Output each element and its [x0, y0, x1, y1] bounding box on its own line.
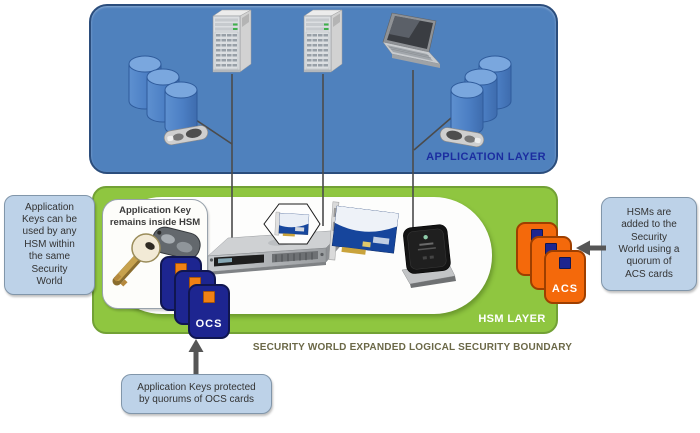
callout-acs-quorum: HSMs are added to the Security World usi… [601, 197, 697, 291]
hsm-layer-label: HSM LAYER [478, 313, 546, 325]
card-reader-icon [439, 127, 485, 148]
acs-card-front: ACS [544, 250, 586, 304]
callout-ocs-quorum: Application Keys protected by quorums of… [121, 374, 272, 414]
server-icon [212, 9, 252, 73]
callout-application-keys: Application Keys can be used by any HSM … [4, 195, 95, 295]
hsm-inner-note-text: Application Key remains inside HSM [109, 205, 201, 228]
acs-card-stack: ACS [516, 222, 588, 306]
card-reader-icon [163, 125, 209, 146]
ocs-card-label: OCS [195, 318, 223, 330]
card-chip-icon [559, 257, 571, 269]
arrow-shaft [193, 351, 199, 374]
laptop-icon [382, 12, 441, 68]
card-chip-icon [203, 291, 215, 303]
callout-bottom-text: Application Keys protected by quorums of… [137, 381, 256, 405]
pcie-hsm-hexagon-icon [263, 203, 321, 245]
fob [151, 226, 201, 260]
usb-hsm-icon [401, 224, 456, 288]
callout-right-text: HSMs are added to the Security World usi… [618, 206, 680, 280]
ocs-card-front: OCS [188, 284, 230, 339]
security-boundary-label: SECURITY WORLD EXPANDED LOGICAL SECURITY… [252, 342, 573, 353]
server-icon [303, 9, 343, 73]
acs-card-label: ACS [551, 283, 579, 295]
key-fob-icon [112, 226, 201, 287]
application-layer-label: APPLICATION LAYER [426, 151, 546, 163]
callout-left-text: Application Keys can be used by any HSM … [21, 201, 78, 288]
pcie-hsm-icon [328, 201, 399, 261]
ocs-card-stack: OCS [160, 256, 232, 341]
